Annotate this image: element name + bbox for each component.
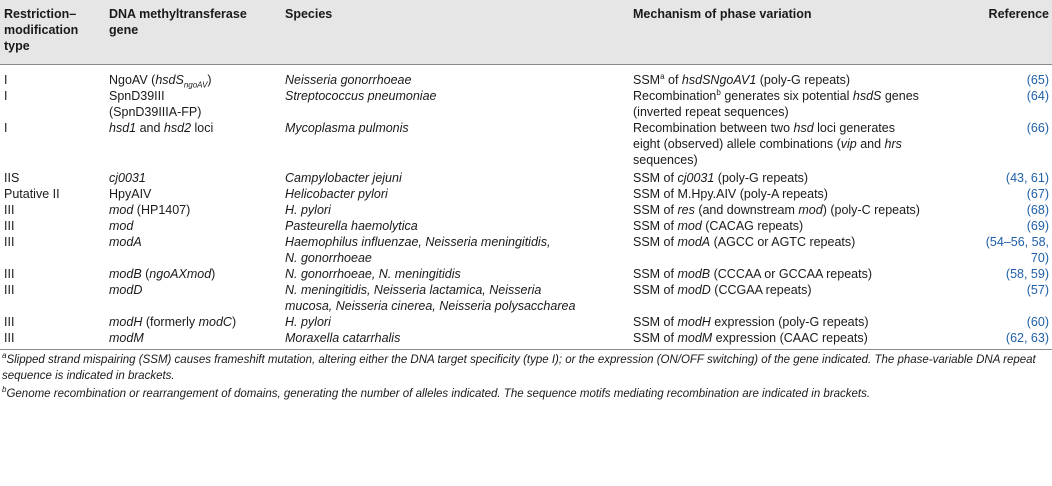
cell-type: I bbox=[4, 72, 8, 87]
cell-reference-link[interactable]: (43, 61) bbox=[1005, 170, 1049, 185]
cell-mechanism: SSM of res (and downstream mod) (poly-C … bbox=[633, 202, 920, 217]
cell-mechanism: SSM of modD (CCGAA repeats) bbox=[633, 282, 812, 297]
footnote-b: bGenome recombination or rearrangement o… bbox=[2, 384, 871, 400]
cell-species: N. gonorrhoeae, N. meningitidis bbox=[285, 266, 461, 281]
cell-mechanism: SSM of modB (CCCAA or GCCAA repeats) bbox=[633, 266, 872, 281]
cell-mechanism: SSM of modH expression (poly-G repeats) bbox=[633, 314, 869, 329]
table-row: III modM Moraxella catarrhalis SSM of mo… bbox=[0, 329, 1052, 350]
table-row: III modD N. meningitidis, Neisseria lact… bbox=[0, 282, 1052, 314]
cell-reference-link[interactable]: (58, 59) bbox=[1005, 266, 1049, 281]
cell-reference-link[interactable]: (69) bbox=[1026, 218, 1049, 233]
cell-type: III bbox=[4, 266, 15, 281]
cell-gene: NgoAV (hsdSngoAV) bbox=[109, 72, 212, 89]
cell-species: Neisseria gonorrhoeae bbox=[285, 72, 412, 87]
cell-gene: HpyAIV bbox=[109, 186, 152, 201]
cell-type: IIS bbox=[4, 170, 20, 185]
cell-type: III bbox=[4, 314, 15, 329]
cell-reference-link[interactable]: (64) bbox=[1026, 88, 1049, 103]
cell-type: III bbox=[4, 218, 15, 233]
table-row: III modA Haemophilus influenzae, Neisser… bbox=[0, 234, 1052, 266]
cell-type: I bbox=[4, 88, 8, 103]
table-row: I hsd1 and hsd2 loci Mycoplasma pulmonis… bbox=[0, 120, 1052, 168]
cell-type: III bbox=[0, 329, 105, 350]
cell-gene: cj0031 bbox=[109, 170, 146, 185]
cell-reference-link[interactable]: (57) bbox=[1026, 282, 1049, 297]
table-row: I SpnD39III(SpnD39IIIA-FP) Streptococcus… bbox=[0, 88, 1052, 120]
cell-type: I bbox=[4, 120, 8, 135]
cell-gene: SpnD39III(SpnD39IIIA-FP) bbox=[109, 88, 202, 119]
cell-gene: modD bbox=[109, 282, 143, 297]
table-row: III modH (formerly modC) H. pylori SSM o… bbox=[0, 314, 1052, 330]
cell-species: Streptococcus pneumoniae bbox=[285, 88, 437, 103]
cell-species: H. pylori bbox=[285, 314, 331, 329]
cell-mechanism: SSM of M.Hpy.AIV (poly-A repeats) bbox=[633, 186, 828, 201]
table-body: I NgoAV (hsdSngoAV) Neisseria gonorrhoea… bbox=[0, 64, 1052, 350]
cell-gene: mod (HP1407) bbox=[109, 202, 191, 217]
cell-species: Moraxella catarrhalis bbox=[281, 329, 629, 350]
cell-reference-link[interactable]: (54–56, 58,70) bbox=[985, 234, 1049, 265]
cell-gene: modM bbox=[105, 329, 281, 350]
table-row: III mod (HP1407) H. pylori SSM of res (a… bbox=[0, 202, 1052, 218]
cell-gene: modB (ngoAXmod) bbox=[109, 266, 216, 281]
cell-type: III bbox=[4, 234, 15, 249]
cell-reference-link[interactable]: (68) bbox=[1026, 202, 1049, 217]
header-type: Restriction–modification type bbox=[0, 0, 105, 65]
cell-mechanism: SSMa of hsdSNgoAV1 (poly-G repeats) bbox=[633, 71, 851, 87]
table-header: Restriction–modification type DNA methyl… bbox=[0, 0, 1052, 65]
table-row: IIS cj0031 Campylobacter jejuni SSM of c… bbox=[0, 168, 1052, 186]
cell-mechanism: SSM of modM expression (CAAC repeats) bbox=[629, 329, 954, 350]
cell-reference-link[interactable]: (60) bbox=[1026, 314, 1049, 329]
cell-gene: modH (formerly modC) bbox=[109, 314, 237, 329]
cell-type: Putative II bbox=[4, 186, 60, 201]
cell-reference-link[interactable]: (65) bbox=[1026, 72, 1049, 87]
cell-species: Campylobacter jejuni bbox=[285, 170, 402, 185]
header-reference: Reference bbox=[954, 0, 1052, 65]
cell-species: Helicobacter pylori bbox=[285, 186, 388, 201]
cell-species: Pasteurella haemolytica bbox=[285, 218, 418, 233]
phase-variation-table: Restriction–modification type DNA methyl… bbox=[0, 0, 1052, 350]
footnote-a: aSlipped strand mispairing (SSM) causes … bbox=[2, 350, 1036, 382]
cell-reference-link[interactable]: (67) bbox=[1026, 186, 1049, 201]
cell-species: N. meningitidis, Neisseria lactamica, Ne… bbox=[285, 282, 576, 313]
table-row: I NgoAV (hsdSngoAV) Neisseria gonorrhoea… bbox=[0, 64, 1052, 89]
cell-mechanism: SSM of cj0031 (poly-G repeats) bbox=[633, 170, 809, 185]
cell-gene: mod bbox=[109, 218, 134, 233]
cell-mechanism: SSM of modA (AGCC or AGTC repeats) bbox=[633, 234, 856, 249]
table-row: Putative II HpyAIV Helicobacter pylori S… bbox=[0, 186, 1052, 202]
cell-mechanism: Recombination between two hsd loci gener… bbox=[633, 120, 902, 167]
cell-type: III bbox=[4, 282, 15, 297]
cell-type: III bbox=[4, 202, 15, 217]
cell-gene: hsd1 and hsd2 loci bbox=[109, 120, 214, 135]
table-footnotes: aSlipped strand mispairing (SSM) causes … bbox=[0, 350, 1052, 402]
cell-species: H. pylori bbox=[285, 202, 331, 217]
header-gene: DNA methyltransferase gene bbox=[105, 0, 281, 65]
table-row: III modB (ngoAXmod) N. gonorrhoeae, N. m… bbox=[0, 266, 1052, 282]
header-species: Species bbox=[281, 0, 629, 65]
cell-mechanism: SSM of mod (CACAG repeats) bbox=[633, 218, 804, 233]
cell-species: Mycoplasma pulmonis bbox=[285, 120, 409, 135]
cell-reference-link[interactable]: (62, 63) bbox=[954, 329, 1052, 350]
cell-species: Haemophilus influenzae, Neisseria mening… bbox=[285, 234, 551, 265]
cell-gene: modA bbox=[109, 234, 142, 249]
cell-reference-link[interactable]: (66) bbox=[1026, 120, 1049, 135]
table-row: III mod Pasteurella haemolytica SSM of m… bbox=[0, 218, 1052, 234]
header-mechanism: Mechanism of phase variation bbox=[629, 0, 954, 65]
cell-mechanism: Recombinationb generates six potential h… bbox=[633, 87, 919, 119]
